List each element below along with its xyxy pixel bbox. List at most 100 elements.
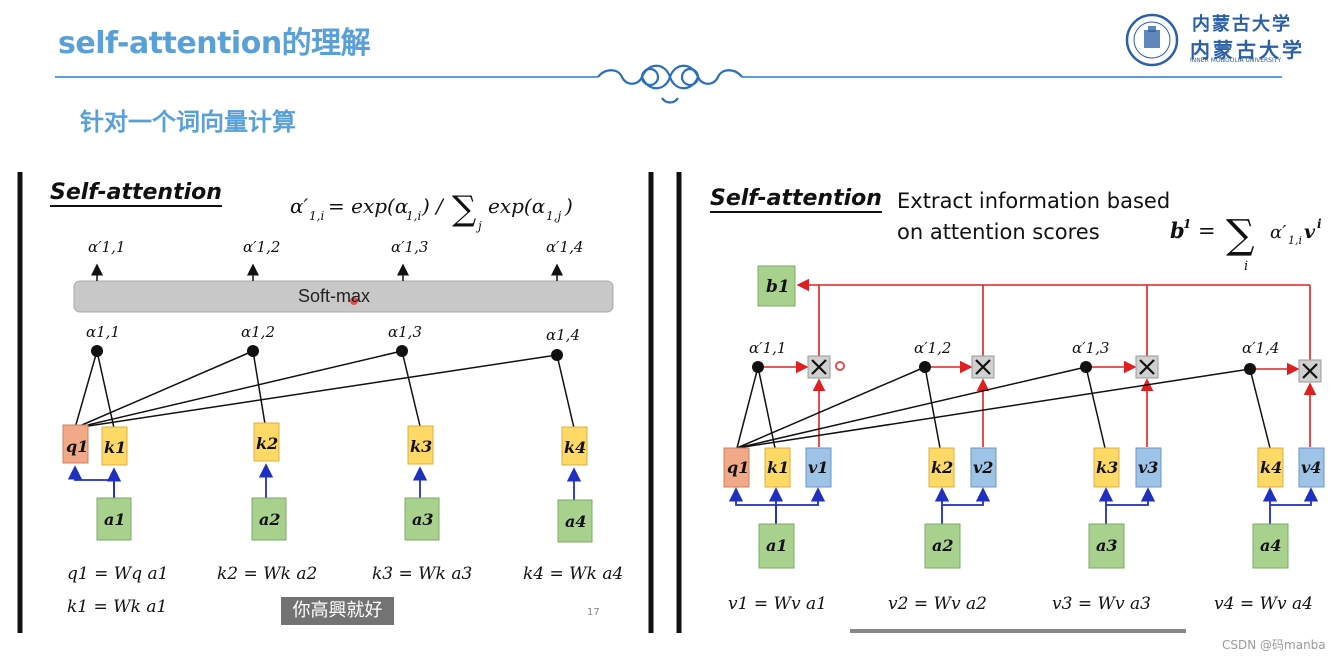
ornament-icon: [597, 64, 743, 104]
svg-text:α′: α′: [1270, 222, 1286, 243]
right-k1-label: k1: [767, 458, 789, 477]
left-score-label-3: α1,3: [388, 323, 422, 341]
right-description-line-1: Extract information based: [897, 189, 1171, 213]
left-eq-k3: k3 = Wk a3: [372, 564, 472, 584]
svg-text:): ): [564, 194, 573, 218]
right-a1-box: [758, 523, 795, 569]
svg-text:exp(α: exp(α: [488, 194, 546, 218]
left-output-label-1: α′1,1: [88, 238, 125, 256]
logo-text-main: 内蒙古大学: [1190, 38, 1305, 62]
left-q1-label: q1: [66, 437, 88, 456]
left-score-label-1: α1,1: [86, 323, 120, 341]
watermark: CSDN @码manba: [1222, 638, 1326, 652]
university-logo: [1125, 13, 1179, 67]
page-number: 17: [587, 607, 600, 618]
left-eq-k2: k2 = Wk a2: [217, 564, 317, 584]
right-v3-label: v3: [1138, 458, 1158, 477]
right-k1-box: [764, 447, 791, 488]
right-a4-label: a4: [1260, 536, 1282, 555]
left-score-label-4: α1,4: [546, 326, 580, 344]
left-a1-label: a1: [104, 510, 126, 529]
right-v4-box: [1298, 447, 1325, 488]
right-q1-label: q1: [727, 458, 749, 477]
svg-text:v: v: [1304, 221, 1316, 243]
softmax-bar: [73, 280, 614, 313]
cursor-dot: [350, 297, 358, 305]
right-a3-label: a3: [1096, 536, 1118, 555]
left-k4-box: [561, 426, 588, 466]
right-red-value-arrows: [812, 378, 1317, 447]
logo-english: INNER MONGOLIA UNIVERSITY: [1190, 57, 1282, 64]
right-score-label-4: α′1,4: [1242, 339, 1279, 357]
svg-text:1,j: 1,j: [546, 209, 561, 223]
left-slide-title: Self-attention: [50, 180, 222, 205]
page-title: self-attention的理解: [58, 26, 371, 61]
right-v1-box: [805, 447, 832, 488]
right-attention-lines: [736, 366, 1271, 449]
right-description-line-2: on attention scores: [897, 220, 1100, 244]
right-k2-box: [928, 447, 955, 488]
left-a4-box: [557, 499, 593, 543]
cursor-marker: [835, 361, 845, 371]
right-v1-label: v1: [808, 458, 828, 477]
left-k4-label: k4: [564, 438, 586, 457]
left-eq-k1: k1 = Wk a1: [67, 597, 167, 617]
left-a3-box: [404, 497, 440, 541]
left-output-label-2: α′1,2: [243, 238, 280, 256]
right-red-sum-lines: [796, 278, 1311, 360]
right-q1-box: [723, 447, 750, 488]
softmax-label: Soft-max: [298, 286, 371, 306]
left-a4-label: a4: [565, 512, 587, 531]
left-k3-box: [407, 425, 434, 465]
left-formula: α′ 1,i = exp(α 1,i ) / ∑ j exp(α 1,j ): [290, 189, 573, 233]
svg-text:= exp(α: = exp(α: [328, 194, 409, 218]
svg-text:1,i: 1,i: [309, 209, 324, 223]
left-k1-label: k1: [104, 438, 126, 457]
left-k2-label: k2: [256, 434, 278, 453]
logo-text-top: 内蒙古大学: [1192, 14, 1292, 35]
left-output-label-3: α′1,3: [391, 238, 428, 256]
left-a3-label: a3: [412, 510, 434, 529]
left-eq-q1: q1 = Wq a1: [67, 564, 168, 584]
right-a3-box: [1088, 523, 1125, 569]
left-blue-connectors: [67, 463, 582, 500]
right-red-multiply-arrows: [764, 360, 1300, 376]
right-eq-v1: v1 = Wv a1: [728, 594, 827, 614]
right-v2-label: v2: [973, 458, 993, 477]
right-eq-v4: v4 = Wv a4: [1214, 594, 1313, 614]
right-multiply-boxes: [807, 355, 1322, 383]
right-v3-box: [1135, 447, 1162, 488]
section-subtitle: 针对一个词向量计算: [80, 108, 296, 136]
right-a2-label: a2: [932, 536, 954, 555]
right-k4-label: k4: [1260, 458, 1282, 477]
left-a2-box: [251, 497, 287, 541]
svg-text:∑: ∑: [1226, 212, 1255, 258]
right-k4-box: [1257, 447, 1284, 488]
right-eq-v2: v2 = Wv a2: [888, 594, 987, 614]
svg-text:1: 1: [1183, 217, 1191, 231]
left-k1-box: [101, 426, 128, 466]
right-description: Extract information based on attention s…: [897, 186, 1170, 248]
left-k3-label: k3: [410, 437, 432, 456]
svg-text:i: i: [1317, 217, 1322, 231]
left-output-label-4: α′1,4: [546, 238, 583, 256]
right-k3-label: k3: [1096, 458, 1118, 477]
right-blue-connectors: [728, 487, 1319, 524]
header-divider: [55, 64, 1282, 104]
right-a1-label: a1: [766, 536, 788, 555]
left-q1-box: [62, 424, 89, 464]
right-b1-box: [757, 265, 796, 307]
right-k2-label: k2: [931, 458, 953, 477]
right-b1-label: b1: [766, 277, 790, 297]
svg-text:) /: ) /: [421, 194, 445, 218]
video-caption: 你高興就好: [281, 597, 394, 625]
svg-text:α′: α′: [290, 194, 309, 218]
left-a2-label: a2: [259, 510, 281, 529]
right-eq-v3: v3 = Wv a3: [1052, 594, 1151, 614]
right-slide-title: Self-attention: [710, 186, 882, 211]
svg-text:=: =: [1198, 219, 1216, 243]
svg-text:j: j: [475, 219, 482, 233]
left-a1-box: [96, 497, 132, 541]
left-output-arrows: [91, 263, 563, 281]
